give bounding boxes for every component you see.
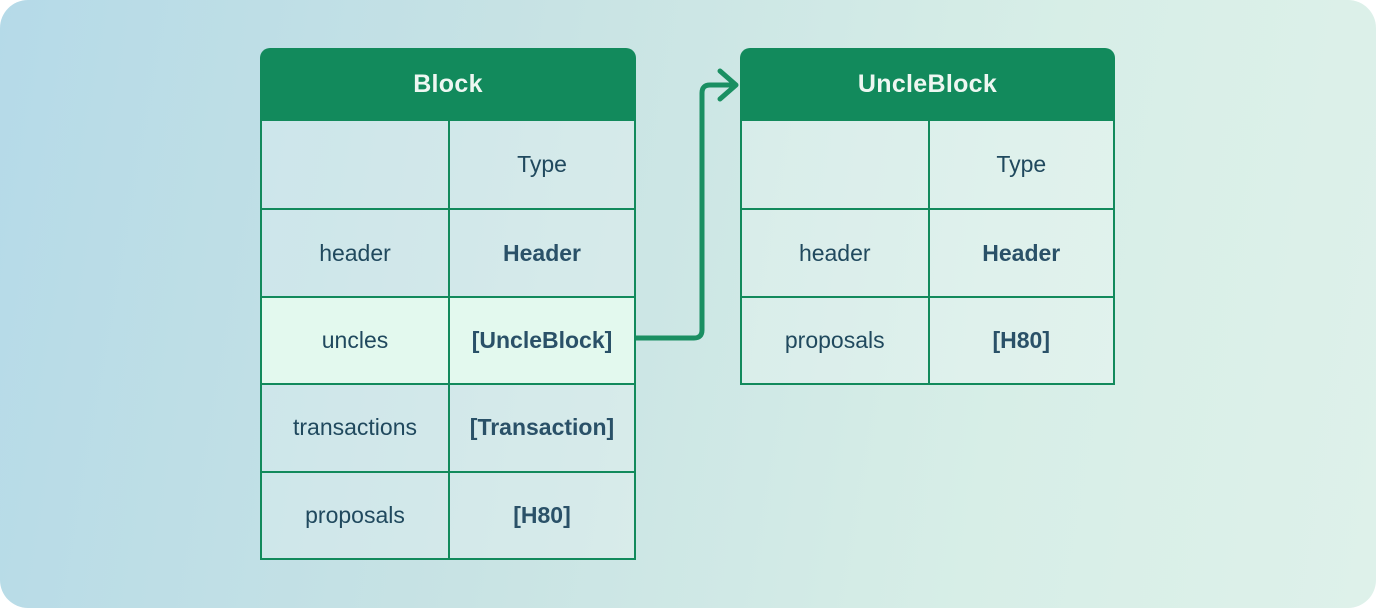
type-column-header: Type xyxy=(927,121,1113,209)
block-table-body: Type header Header uncles [UncleBlock] t… xyxy=(260,121,636,560)
field-type-cell: Header xyxy=(927,210,1113,296)
arrowhead-icon xyxy=(717,68,739,102)
field-column-header xyxy=(742,121,928,209)
column-header-row: Type xyxy=(742,121,1113,209)
field-type-cell: [Transaction] xyxy=(448,385,634,471)
field-type-cell: [H80] xyxy=(448,472,634,558)
block-table: Block Type header Header uncles [UncleBl… xyxy=(260,48,636,560)
field-name-cell: proposals xyxy=(742,297,928,384)
uncleblock-table-body: Type header Header proposals [H80] xyxy=(740,121,1115,386)
field-row-uncles[interactable]: uncles [UncleBlock] xyxy=(262,295,634,384)
field-name-cell: header xyxy=(742,210,928,296)
field-name-cell: uncles xyxy=(262,297,448,384)
column-header-row: Type xyxy=(262,121,634,209)
uncleblock-table-title: UncleBlock xyxy=(740,48,1115,121)
field-name-cell: proposals xyxy=(262,472,448,558)
uncleblock-table: UncleBlock Type header Header proposals … xyxy=(740,48,1115,386)
field-row-proposals[interactable]: proposals [H80] xyxy=(262,470,634,558)
field-row-header[interactable]: header Header xyxy=(262,208,634,296)
field-row-transactions[interactable]: transactions [Transaction] xyxy=(262,383,634,471)
uncles-to-uncleblock-arrow xyxy=(633,68,739,341)
field-column-header xyxy=(262,121,448,209)
field-type-cell: Header xyxy=(448,210,634,296)
field-type-cell: [UncleBlock] xyxy=(448,297,634,384)
type-column-header: Type xyxy=(448,121,634,209)
field-row-header[interactable]: header Header xyxy=(742,208,1113,296)
field-name-cell: transactions xyxy=(262,385,448,471)
field-type-cell: [H80] xyxy=(927,297,1113,384)
field-name-cell: header xyxy=(262,210,448,296)
field-row-proposals[interactable]: proposals [H80] xyxy=(742,295,1113,384)
block-table-title: Block xyxy=(260,48,636,121)
